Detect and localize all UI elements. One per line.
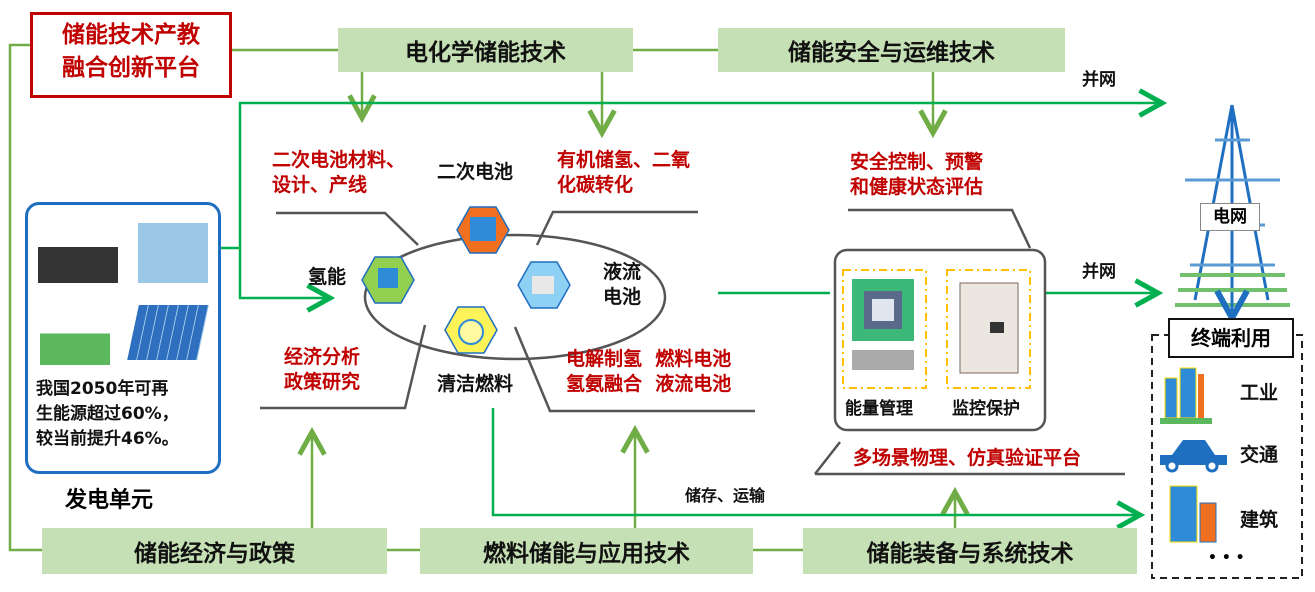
monitor-cabinet-icon — [959, 282, 1019, 374]
hexagons — [361, 206, 571, 354]
clean-fuel-label: 清洁燃料 — [437, 373, 514, 395]
solar-panel-icon — [127, 305, 209, 360]
generation-text-line: 较当前提升46%。 — [36, 429, 179, 449]
flow-battery-label: 液流电池 — [603, 260, 641, 310]
wind-turbine-icon — [40, 295, 110, 365]
storage-transport-label: 储存、运输 — [685, 486, 766, 505]
grid-label: 电网 — [1200, 203, 1260, 231]
note-line: 设计、产线 — [272, 174, 368, 196]
note-line: 和健康状态评估 — [850, 176, 984, 198]
electrolysis-note: 电解制氢 燃料电池氢氨融合 液流电池 — [566, 347, 731, 397]
organic-h2-note: 有机储氢、二氧化碳转化 — [557, 148, 690, 198]
note-line: 氢氨融合 液流电池 — [566, 373, 732, 395]
battery-material-note: 二次电池材料、设计、产线 — [272, 148, 405, 198]
label-line: 液流 — [603, 261, 642, 283]
electrochem-box[interactable]: 电化学储能技术 — [338, 28, 633, 72]
monitor-label: 监控保护 — [952, 399, 1020, 419]
generation-text: 我国2050年可再生能源超过60%， 较当前提升46%。 — [36, 377, 179, 452]
generation-label: 发电单元 — [65, 488, 154, 513]
econ-policy-note: 经济分析政策研究 — [284, 345, 360, 395]
terminal-item-transport: 交通 — [1240, 444, 1279, 466]
generation-unit-box: 我国2050年可再生能源超过60%， 较当前提升46%。 — [25, 202, 221, 474]
safety-control-note: 安全控制、预警和健康状态评估 — [850, 150, 983, 200]
safety-box[interactable]: 储能安全与运维技术 — [718, 28, 1065, 72]
building-icon — [1169, 485, 1217, 543]
note-line: 经济分析 — [284, 346, 361, 368]
hydrogen-label: 氢能 — [308, 266, 347, 288]
industry-icon — [1160, 367, 1212, 424]
note-line: 有机储氢、二氧 — [557, 149, 691, 171]
controller-device-icon — [852, 350, 914, 370]
note-line: 政策研究 — [284, 371, 361, 393]
equipment-box[interactable]: 储能装备与系统技术 — [803, 528, 1137, 574]
generation-text-line: 我国2050年可再 — [36, 379, 169, 399]
economy-box[interactable]: 储能经济与政策 — [42, 528, 387, 574]
platform-title-line: 融合创新平台 — [62, 55, 200, 81]
grid-connect-mid: 并网 — [1082, 262, 1116, 282]
note-line: 电解制氢 燃料电池 — [566, 348, 732, 370]
platform-title: 储能技术产教融合创新平台 — [30, 12, 232, 98]
fuel-box[interactable]: 燃料储能与应用技术 — [420, 528, 753, 574]
multi-scene-note: 多场景物理、仿真验证平台 — [853, 447, 1082, 469]
power-plant-icon — [38, 223, 118, 283]
car-icon — [1160, 440, 1227, 473]
terminal-more: • • • — [1208, 550, 1245, 566]
secondary-battery-label: 二次电池 — [437, 161, 514, 183]
hydro-dam-icon — [138, 223, 208, 283]
note-line: 化碳转化 — [557, 174, 634, 196]
terminal-item-industry: 工业 — [1240, 382, 1279, 404]
generation-text-line: 生能源超过60%， — [36, 404, 179, 424]
label-line: 电池 — [603, 286, 642, 308]
grid-connect-top: 并网 — [1082, 70, 1116, 90]
terminal-title: 终端利用 — [1168, 318, 1294, 358]
note-line: 二次电池材料、 — [272, 149, 406, 171]
platform-title-line: 储能技术产教 — [62, 22, 200, 48]
terminal-item-building: 建筑 — [1240, 509, 1279, 531]
note-line: 安全控制、预警 — [850, 151, 984, 173]
energy-mgmt-label: 能量管理 — [845, 399, 913, 419]
